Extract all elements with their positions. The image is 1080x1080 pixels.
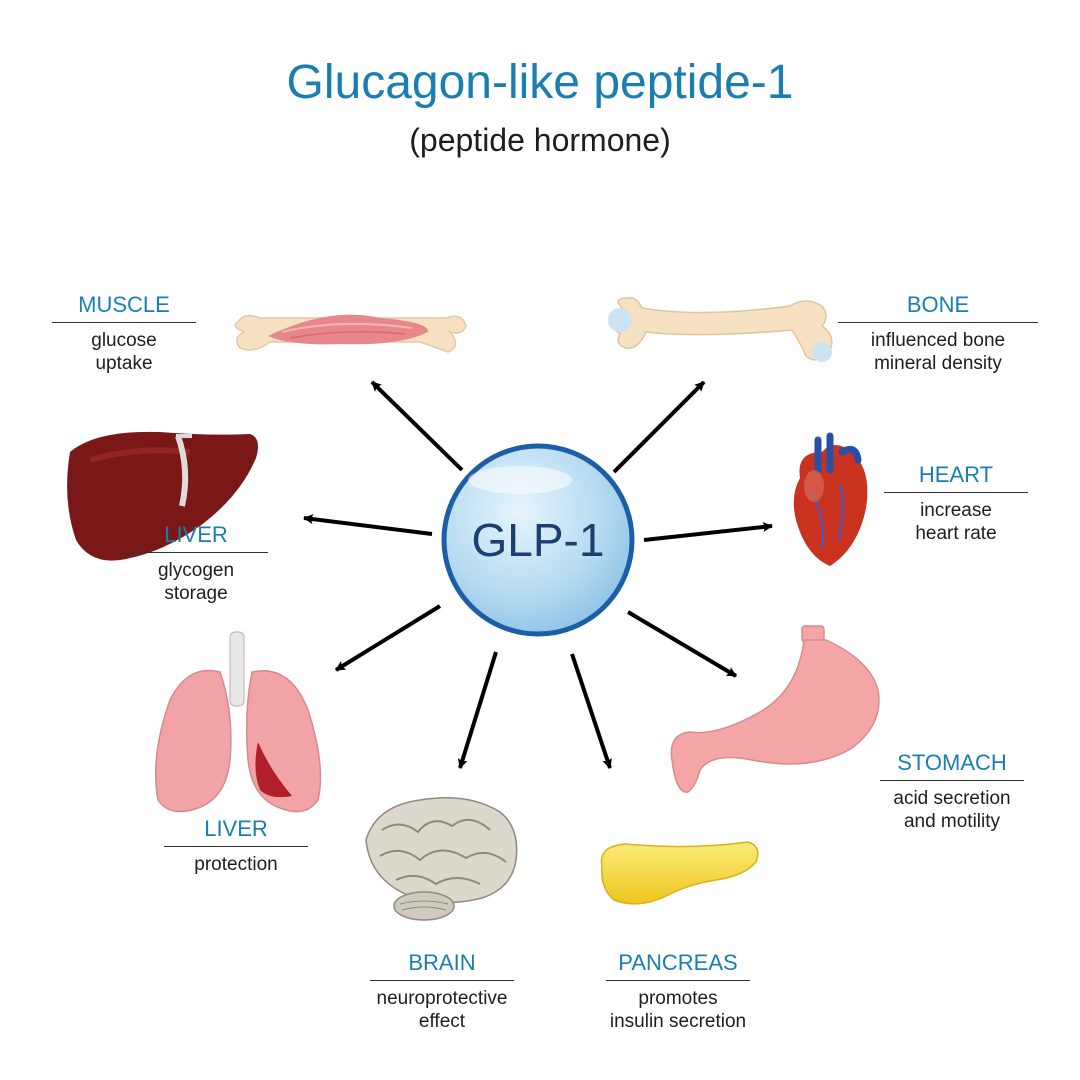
organ-desc-line: increase bbox=[920, 500, 992, 521]
organ-desc-line: promotes bbox=[638, 988, 718, 1009]
organ-desc-line: storage bbox=[164, 583, 228, 604]
organ-name: LIVER bbox=[164, 816, 308, 847]
organ-desc: influenced bone mineral density bbox=[838, 323, 1038, 375]
organ-desc-line: acid secretion bbox=[893, 788, 1011, 809]
arrow-heart bbox=[643, 522, 773, 542]
pancreas-illustration bbox=[600, 841, 759, 905]
label-bone: BONE influenced bone mineral density bbox=[838, 292, 1038, 375]
arrow-pancreas bbox=[570, 653, 612, 769]
label-pancreas: PANCREAS promotes insulin secretion bbox=[606, 950, 750, 1033]
organ-name: PANCREAS bbox=[606, 950, 750, 981]
organ-name: MUSCLE bbox=[52, 292, 196, 323]
organ-desc-line: influenced bone bbox=[870, 330, 1006, 351]
arrow-bone bbox=[612, 380, 706, 474]
stomach-illustration bbox=[670, 625, 880, 793]
label-brain: BRAIN neuroprotective effect bbox=[370, 950, 514, 1033]
organ-name: LIVER bbox=[124, 522, 268, 553]
arrow-muscle bbox=[370, 380, 464, 472]
page-subtitle: (peptide hormone) bbox=[409, 122, 671, 158]
heart-illustration bbox=[793, 432, 868, 566]
organ-name: HEART bbox=[884, 462, 1028, 493]
brain-illustration bbox=[365, 796, 518, 921]
glp1-center: GLP-1 bbox=[441, 443, 635, 637]
arrow-lungs bbox=[334, 604, 442, 672]
organ-desc-line: and motility bbox=[903, 811, 1001, 832]
arrow-stomach bbox=[626, 610, 738, 678]
organ-desc: promotes insulin secretion bbox=[606, 981, 750, 1033]
organ-desc-line: neuroprotective bbox=[376, 988, 508, 1009]
label-stomach: STOMACH acid secretion and motility bbox=[880, 750, 1024, 833]
muscle-illustration bbox=[234, 314, 467, 353]
lungs-illustration bbox=[154, 631, 322, 813]
label-lungs: LIVER protection bbox=[164, 816, 308, 876]
organ-desc-line: protection bbox=[194, 854, 278, 875]
label-muscle: MUSCLE glucose uptake bbox=[52, 292, 196, 375]
bone-illustration bbox=[608, 296, 833, 362]
organ-desc: protection bbox=[164, 847, 308, 876]
organ-desc-line: glucose bbox=[91, 330, 157, 351]
arrows bbox=[303, 380, 773, 769]
arrow-liver bbox=[303, 514, 433, 536]
page-title: Glucagon-like peptide-1 bbox=[286, 56, 794, 109]
organ-name: BRAIN bbox=[370, 950, 514, 981]
label-liver: LIVER glycogen storage bbox=[124, 522, 268, 605]
organ-desc: increase heart rate bbox=[884, 493, 1028, 545]
label-heart: HEART increase heart rate bbox=[884, 462, 1028, 545]
organ-desc: neuroprotective effect bbox=[370, 981, 514, 1033]
organ-name: BONE bbox=[838, 292, 1038, 323]
organ-desc-line: effect bbox=[418, 1011, 466, 1032]
organ-desc: glucose uptake bbox=[52, 323, 196, 375]
organ-desc: glycogen storage bbox=[124, 553, 268, 605]
organ-desc-line: glycogen bbox=[157, 560, 235, 581]
organ-desc-line: mineral density bbox=[874, 353, 1002, 374]
organ-desc-line: insulin secretion bbox=[609, 1011, 747, 1032]
organ-desc-line: uptake bbox=[95, 353, 153, 374]
organ-desc: acid secretion and motility bbox=[880, 781, 1024, 833]
center-label: GLP-1 bbox=[472, 514, 605, 566]
arrow-brain bbox=[457, 651, 498, 769]
organ-desc-line: heart rate bbox=[915, 523, 997, 544]
organ-name: STOMACH bbox=[880, 750, 1024, 781]
liver-illustration bbox=[67, 431, 258, 561]
